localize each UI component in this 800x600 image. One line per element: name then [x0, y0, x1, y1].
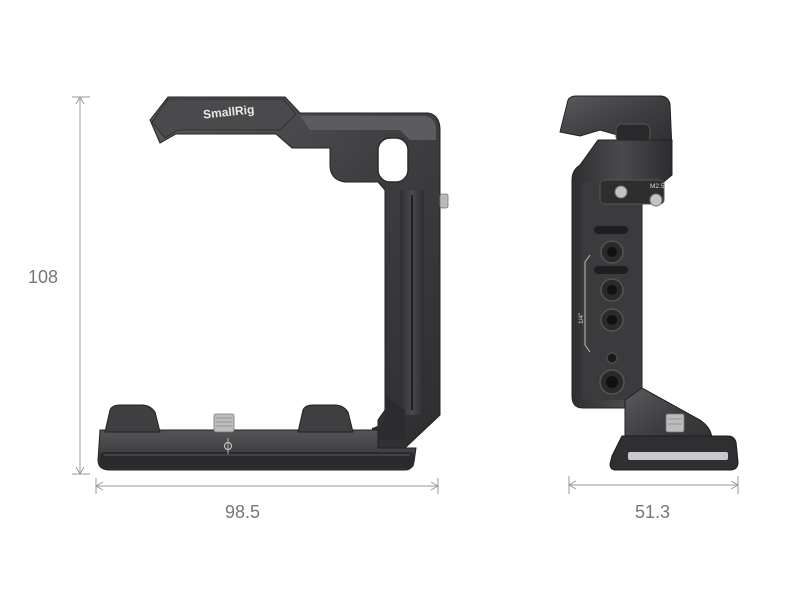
front-view-cage: SmallRig — [97, 96, 449, 471]
side-slot-mid — [594, 266, 628, 274]
dimension-front-width: 98.5 — [94, 478, 440, 522]
front-right-bumper — [297, 404, 354, 433]
front-mount-screw — [213, 413, 235, 433]
side-top-slot — [615, 123, 651, 143]
dimension-side-width: 51.3 — [567, 476, 740, 522]
front-width-value: 98.5 — [225, 502, 260, 522]
front-inner-corner — [372, 395, 405, 440]
side-pin-hole — [606, 352, 618, 364]
front-base-underside — [100, 452, 414, 468]
side-hole-2-inner — [607, 285, 617, 295]
side-screw-bracket — [599, 179, 665, 205]
side-screw-2 — [649, 193, 663, 207]
front-handle-grip — [151, 98, 297, 139]
side-base-rail — [628, 452, 728, 460]
side-screw-1 — [614, 185, 628, 199]
side-width-value: 51.3 — [635, 502, 670, 522]
brand-logo: SmallRig — [202, 102, 255, 121]
thread-size-mark: 1/4" — [578, 312, 585, 324]
side-mount-screw — [665, 413, 685, 433]
side-hole-1-inner — [607, 247, 617, 257]
screw-size-mark: M2.5 — [650, 183, 665, 190]
dimension-height: 108 — [28, 95, 90, 476]
height-value: 108 — [28, 267, 58, 287]
side-hole-4-inner — [606, 376, 618, 388]
side-hole-3-inner — [607, 315, 617, 325]
front-oval-hole — [377, 137, 409, 183]
front-side-screw — [439, 193, 449, 209]
side-view-cage: M2.5 1/4" — [559, 95, 739, 471]
side-thread-guide — [584, 254, 591, 353]
front-top-bevel — [300, 116, 436, 140]
front-left-bumper — [104, 404, 161, 433]
side-slot-top — [594, 226, 628, 234]
